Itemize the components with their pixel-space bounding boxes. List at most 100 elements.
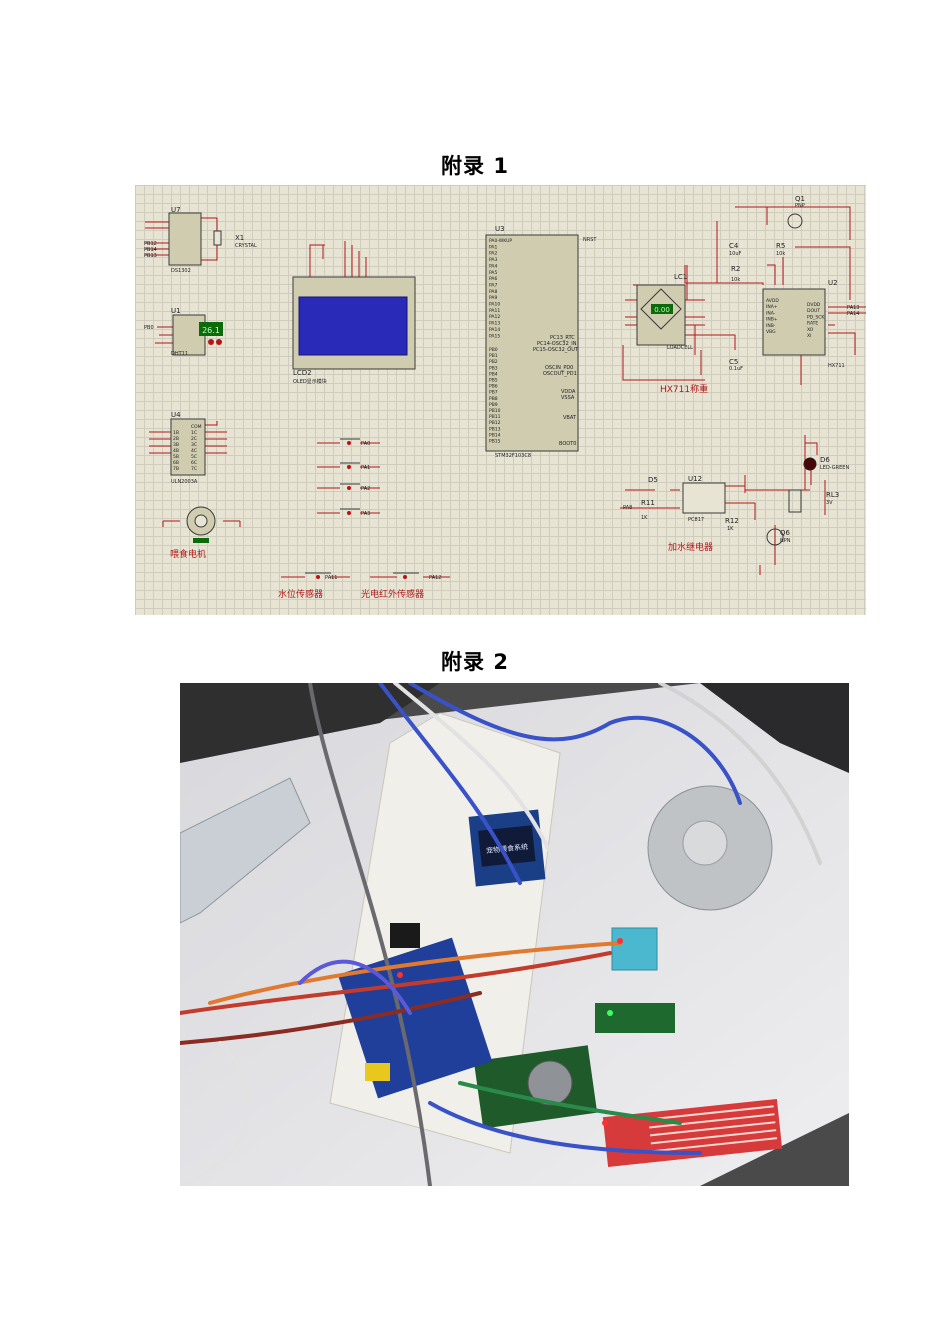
svg-text:PB12: PB12 bbox=[144, 241, 157, 247]
pin-label: PB0 bbox=[489, 347, 498, 353]
svg-text:ULN2003A: ULN2003A bbox=[171, 479, 198, 485]
svg-text:LC1: LC1 bbox=[674, 273, 687, 281]
pin-label: PA12 bbox=[489, 314, 500, 320]
pin-label: 7C bbox=[191, 466, 197, 472]
svg-text:NPN: NPN bbox=[780, 538, 791, 544]
pin-label: 5C bbox=[191, 454, 197, 460]
svg-text:PA11: PA11 bbox=[325, 575, 337, 581]
pin-label: PA5 bbox=[489, 270, 498, 276]
appendix-2-heading: 附录 2 bbox=[441, 650, 509, 674]
pin-label: 7B bbox=[173, 466, 179, 472]
svg-text:VDDA: VDDA bbox=[561, 389, 576, 395]
svg-text:Q1: Q1 bbox=[795, 195, 805, 203]
pin-label: VBG bbox=[766, 329, 776, 335]
svg-text:C4: C4 bbox=[729, 242, 739, 250]
svg-text:BOOT0: BOOT0 bbox=[559, 441, 576, 447]
svg-text:1K: 1K bbox=[727, 526, 734, 532]
pin-label: PB9 bbox=[489, 402, 498, 408]
svg-text:X1: X1 bbox=[235, 234, 244, 242]
pin-label: 4C bbox=[191, 448, 197, 454]
pin-label: 5B bbox=[173, 454, 179, 460]
svg-text:PA1: PA1 bbox=[361, 465, 370, 471]
pin-label: PB6 bbox=[489, 384, 498, 390]
svg-text:0.1uF: 0.1uF bbox=[729, 366, 743, 372]
svg-text:U12: U12 bbox=[688, 475, 702, 483]
pin-label: PB10 bbox=[489, 408, 501, 414]
svg-text:水位传感器: 水位传感器 bbox=[278, 588, 323, 600]
svg-text:加水继电器: 加水继电器 bbox=[668, 541, 713, 553]
pin-label: DVDD bbox=[807, 302, 821, 308]
svg-text:PA13: PA13 bbox=[847, 305, 859, 311]
pin-label: 2C bbox=[191, 436, 197, 442]
svg-text:VSSA: VSSA bbox=[561, 395, 575, 401]
pin-label: INB+ bbox=[766, 317, 778, 323]
pin-label: PA3 bbox=[489, 257, 498, 263]
pin-label: PA6 bbox=[489, 276, 498, 282]
svg-text:PA3: PA3 bbox=[361, 511, 370, 517]
svg-text:RL3: RL3 bbox=[826, 491, 839, 499]
pin-label: 1B bbox=[173, 430, 179, 436]
svg-text:C5: C5 bbox=[729, 358, 738, 366]
svg-text:NRST: NRST bbox=[583, 237, 597, 243]
svg-text:PB0: PB0 bbox=[144, 325, 154, 331]
pin-label: PB7 bbox=[489, 390, 498, 396]
pin-label: XO bbox=[807, 327, 814, 333]
svg-text:PA8: PA8 bbox=[623, 505, 632, 511]
svg-text:HX711称重: HX711称重 bbox=[660, 383, 708, 395]
pin-label: PB13 bbox=[489, 426, 501, 432]
pin-label: 3B bbox=[173, 442, 179, 448]
svg-text:1K: 1K bbox=[641, 515, 648, 521]
pin-label: INB- bbox=[766, 323, 776, 329]
svg-text:喂食电机: 喂食电机 bbox=[170, 548, 206, 560]
svg-text:PA12: PA12 bbox=[429, 575, 441, 581]
pin-label: 6B bbox=[173, 460, 179, 466]
svg-text:R12: R12 bbox=[725, 517, 739, 525]
svg-text:3V: 3V bbox=[826, 500, 833, 506]
pin-label: DOUT bbox=[807, 308, 820, 314]
svg-text:PC15-OSC32_OUT: PC15-OSC32_OUT bbox=[533, 347, 579, 353]
pin-label: PB3 bbox=[489, 365, 498, 371]
pin-label: AVDD bbox=[766, 298, 779, 304]
svg-text:OSCOUT_PD1: OSCOUT_PD1 bbox=[543, 371, 577, 377]
pin-label: PB4 bbox=[489, 371, 498, 377]
pin-label: 4B bbox=[173, 448, 179, 454]
pin-label: 6C bbox=[191, 460, 197, 466]
svg-text:OLED显示模块: OLED显示模块 bbox=[293, 378, 327, 385]
svg-text:10k: 10k bbox=[776, 251, 785, 257]
pin-label: 2B bbox=[173, 436, 179, 442]
pin-label: PB14 bbox=[489, 432, 501, 438]
pin-label: RATE bbox=[807, 321, 818, 327]
pin-label: PD_SCK bbox=[807, 314, 825, 320]
svg-text:LED-GREEN: LED-GREEN bbox=[820, 465, 849, 471]
svg-text:STM32F103C8: STM32F103C8 bbox=[495, 453, 531, 459]
pin-label: COM bbox=[191, 424, 202, 430]
pin-label: PB8 bbox=[489, 396, 498, 402]
svg-text:0.00: 0.00 bbox=[654, 306, 670, 314]
svg-text:DS1302: DS1302 bbox=[171, 268, 191, 274]
svg-text:LCD2: LCD2 bbox=[293, 369, 312, 377]
pin-label: PA0-WKUP bbox=[489, 238, 512, 244]
hardware-photo: 宠物喂食系统 bbox=[180, 683, 849, 1186]
svg-text:PA0: PA0 bbox=[361, 441, 370, 447]
svg-text:PA14: PA14 bbox=[847, 311, 859, 317]
svg-text:D5: D5 bbox=[648, 476, 658, 484]
pin-label: PA1 bbox=[489, 244, 498, 250]
svg-text:10uF: 10uF bbox=[729, 251, 742, 257]
pin-label: INA- bbox=[766, 310, 776, 316]
svg-text:R11: R11 bbox=[641, 499, 655, 507]
pin-label: PA15 bbox=[489, 333, 500, 339]
pin-label: PA4 bbox=[489, 263, 498, 269]
circuit-schematic: 26.1 0.00 U7 DS1302 X1 CRYSTAL PB12 PB14… bbox=[135, 185, 866, 615]
pin-label: PB1 bbox=[489, 353, 498, 359]
svg-text:DHT11: DHT11 bbox=[171, 351, 188, 357]
svg-text:R2: R2 bbox=[731, 265, 740, 273]
svg-text:U1: U1 bbox=[171, 307, 181, 315]
svg-text:PC14-OSC32_IN: PC14-OSC32_IN bbox=[537, 341, 577, 347]
svg-text:R5: R5 bbox=[776, 242, 785, 250]
svg-text:26.1: 26.1 bbox=[202, 326, 220, 335]
pin-label: XI bbox=[807, 333, 811, 339]
svg-text:PC817: PC817 bbox=[688, 517, 704, 523]
ds1302-chip bbox=[168, 212, 202, 266]
svg-text:U3: U3 bbox=[495, 225, 505, 233]
svg-text:PC13_RTC: PC13_RTC bbox=[550, 335, 575, 341]
